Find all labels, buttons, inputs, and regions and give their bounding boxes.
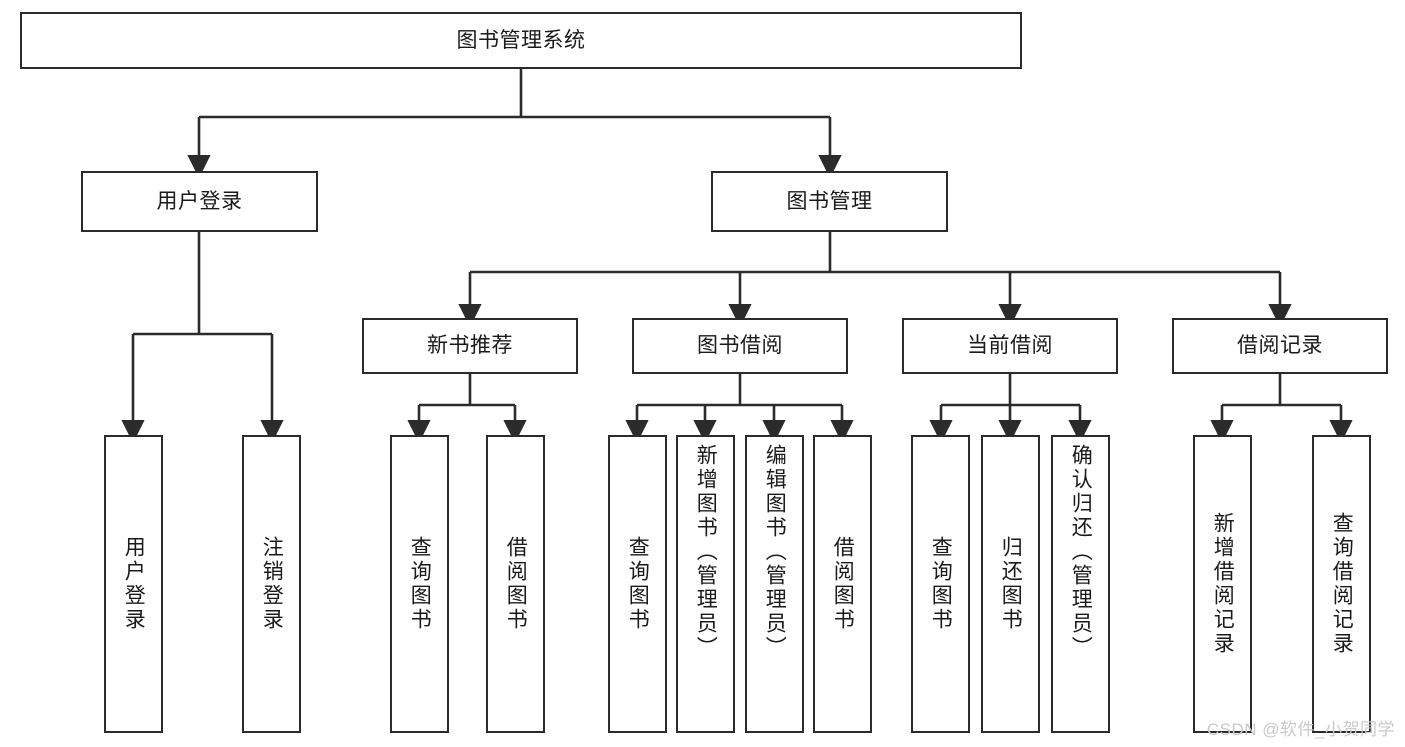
leaf-edit-book-admin-label: 编辑图书（管理员） xyxy=(763,444,787,660)
leaf-query-book-current-label: 查询图书 xyxy=(929,536,953,632)
leaf-borrow-book-label: 借阅图书 xyxy=(831,536,855,632)
leaf-user-login-label: 用户登录 xyxy=(122,536,146,632)
leaf-borrow-book-recommend-label: 借阅图书 xyxy=(504,536,528,632)
node-user-login[interactable]: 用户登录 xyxy=(81,171,318,232)
leaf-return-book[interactable]: 归还图书 xyxy=(981,435,1040,733)
leaf-query-borrow-record[interactable]: 查询借阅记录 xyxy=(1312,435,1371,733)
leaf-confirm-return-admin[interactable]: 确认归还（管理员） xyxy=(1051,435,1110,733)
node-current-borrow[interactable]: 当前借阅 xyxy=(902,318,1118,374)
node-borrow-record-label: 借阅记录 xyxy=(1237,334,1323,358)
leaf-user-login[interactable]: 用户登录 xyxy=(104,435,163,733)
leaf-query-book-label: 查询图书 xyxy=(626,536,650,632)
leaf-return-book-label: 归还图书 xyxy=(999,536,1023,632)
leaf-add-borrow-record[interactable]: 新增借阅记录 xyxy=(1193,435,1252,733)
leaf-borrow-book-recommend[interactable]: 借阅图书 xyxy=(486,435,545,733)
leaf-query-book-recommend-label: 查询图书 xyxy=(408,536,432,632)
node-new-book-recommend-label: 新书推荐 xyxy=(427,334,513,358)
node-root[interactable]: 图书管理系统 xyxy=(20,12,1022,69)
node-book-borrow-label: 图书借阅 xyxy=(697,334,783,358)
leaf-logout[interactable]: 注销登录 xyxy=(242,435,301,733)
node-borrow-record[interactable]: 借阅记录 xyxy=(1172,318,1388,374)
leaf-add-borrow-record-label: 新增借阅记录 xyxy=(1211,512,1235,656)
node-user-login-label: 用户登录 xyxy=(156,189,243,213)
leaf-borrow-book[interactable]: 借阅图书 xyxy=(813,435,872,733)
node-current-borrow-label: 当前借阅 xyxy=(967,334,1053,358)
leaf-query-book-recommend[interactable]: 查询图书 xyxy=(390,435,449,733)
node-book-borrow[interactable]: 图书借阅 xyxy=(632,318,848,374)
leaf-add-book-admin[interactable]: 新增图书（管理员） xyxy=(676,435,735,733)
leaf-query-borrow-record-label: 查询借阅记录 xyxy=(1330,512,1354,656)
node-book-management[interactable]: 图书管理 xyxy=(711,171,948,232)
leaf-logout-label: 注销登录 xyxy=(260,536,284,632)
watermark: CSDN @软件_小贺同学 xyxy=(1206,720,1395,739)
node-book-management-label: 图书管理 xyxy=(786,189,873,213)
leaf-confirm-return-admin-label: 确认归还（管理员） xyxy=(1069,444,1093,660)
leaf-query-book[interactable]: 查询图书 xyxy=(608,435,667,733)
leaf-add-book-admin-label: 新增图书（管理员） xyxy=(694,444,718,660)
node-root-label: 图书管理系统 xyxy=(456,28,586,52)
node-new-book-recommend[interactable]: 新书推荐 xyxy=(362,318,578,374)
leaf-query-book-current[interactable]: 查询图书 xyxy=(911,435,970,733)
leaf-edit-book-admin[interactable]: 编辑图书（管理员） xyxy=(745,435,804,733)
